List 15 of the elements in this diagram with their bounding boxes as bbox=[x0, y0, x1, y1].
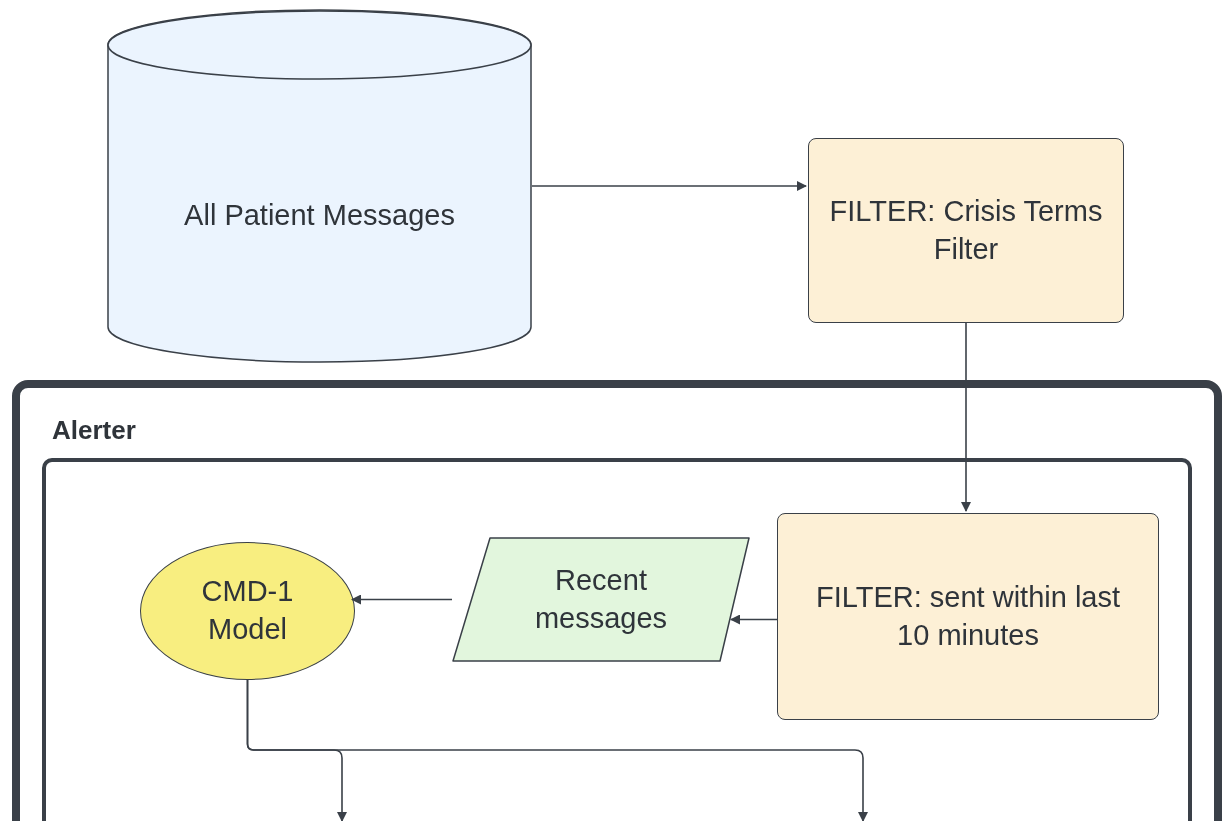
node-label: All Patient Messages bbox=[184, 198, 455, 234]
arrow bbox=[961, 322, 971, 512]
node-label: CMD-1 Model bbox=[200, 574, 295, 647]
node-label: Recent messages bbox=[533, 562, 669, 636]
arrow bbox=[531, 181, 807, 191]
arrow bbox=[246, 679, 868, 821]
node-label: FILTER: sent within last 10 minutes bbox=[814, 579, 1122, 653]
node-label: FILTER: Crisis Terms Filter bbox=[828, 193, 1104, 267]
arrow bbox=[351, 594, 453, 605]
container-box bbox=[12, 380, 1222, 821]
container-title: Alerter bbox=[52, 414, 136, 447]
process-box bbox=[777, 513, 1159, 720]
arrow bbox=[730, 614, 778, 625]
container-box bbox=[42, 458, 1192, 821]
process-box bbox=[808, 138, 1124, 323]
